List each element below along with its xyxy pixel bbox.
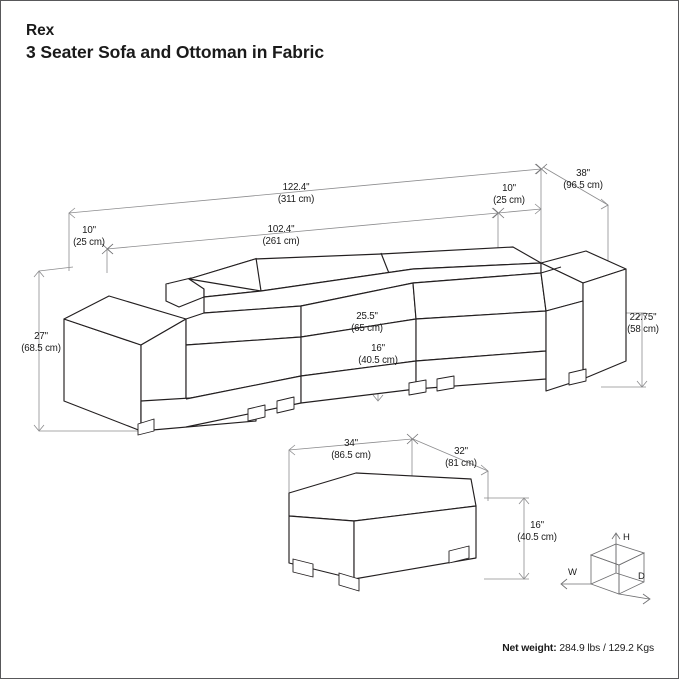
net-weight-label: Net weight: [502,643,557,654]
dimline-ottoman-width [288,438,413,451]
net-weight-value: 284.9 lbs / 129.2 Kgs [559,643,654,654]
label-overall-height: 27" (68.5 cm) [21,331,61,354]
sofa-feet [137,368,587,436]
sofa-illustration [63,246,627,436]
label-right-arm-width: 10" (25 cm) [493,183,525,206]
dimline-seat-width [106,212,499,250]
label-overall-width: 122.4" (311 cm) [277,182,315,205]
title-block: Rex 3 Seater Sofa and Ottoman in Fabric [26,21,626,64]
net-weight: Net weight: 284.9 lbs / 129.2 Kgs [502,643,654,654]
label-ottoman-depth: 32" (81 cm) [445,446,477,469]
label-ottoman-width: 34" (86.5 cm) [331,438,371,461]
legend-height-axis-label: H [623,532,630,543]
ottoman-feet [292,545,470,592]
legend-width-axis-label: W [568,567,577,578]
dimline-depth [542,166,609,206]
label-seat-height: 16" (40.5 cm) [358,343,398,366]
ottoman-illustration [288,472,477,592]
ext-height-top [38,266,74,272]
dimline-ottoman-depth [412,438,489,472]
sofa-right-arm-seam [540,266,562,274]
dimline-overall-width [68,168,542,214]
brand-name: Rex [26,22,55,39]
legend-depth-axis-label: D [638,571,645,582]
sofa-back-divider-1 [255,257,262,292]
label-left-arm-width: 10" (25 cm) [73,225,105,248]
label-arm-height: 22.75" (58 cm) [627,312,659,335]
ottoman-front-face [353,505,477,580]
product-name: 3 Seater Sofa and Ottoman in Fabric [26,42,324,62]
label-ottoman-height: 16" (40.5 cm) [517,520,557,543]
dimline-right-arm [497,208,542,214]
label-seat-depth: 25.5" (65 cm) [351,311,383,334]
label-seat-width: 102.4" (261 cm) [262,224,300,247]
label-depth: 38" (96.5 cm) [563,168,603,191]
legend-cube-icon [560,532,651,605]
